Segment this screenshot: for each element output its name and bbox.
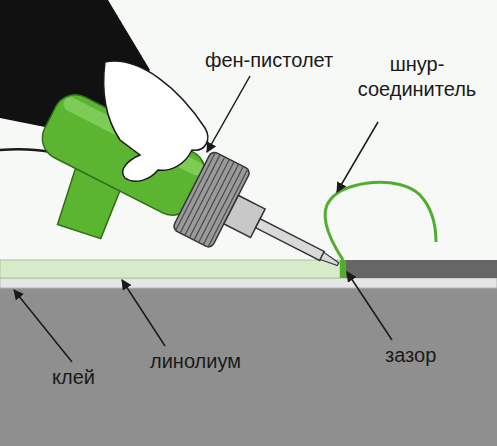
leader-line (14, 290, 72, 362)
knurl-stroke (189, 159, 229, 237)
linoleum-left (0, 260, 340, 278)
knurl-stroke (199, 164, 239, 242)
nozzle-tip (320, 252, 340, 267)
floor-base (0, 288, 497, 446)
leader-line (207, 76, 250, 152)
leader-line (122, 280, 165, 346)
glove-hand (104, 61, 208, 181)
gun-neck (224, 195, 265, 237)
part-label: линолиум (150, 349, 270, 374)
part-label: клей (52, 365, 132, 390)
welding-cord (325, 182, 436, 260)
leader-lines (14, 76, 392, 362)
part-label: фен-пистолет (205, 48, 355, 73)
knurl-stroke (194, 162, 234, 240)
wall (0, 0, 497, 260)
cord-label: шнур- соединитель (346, 52, 488, 102)
linoleum-right (346, 260, 497, 278)
leader-line (347, 272, 392, 340)
leader-line (337, 122, 378, 192)
part-label: зазор (385, 343, 485, 368)
knurl-stroke (185, 157, 225, 235)
glue-layer (0, 278, 497, 288)
nozzle-tube (256, 219, 325, 261)
seam-weld (340, 260, 346, 278)
knurl-stroke (180, 155, 220, 233)
